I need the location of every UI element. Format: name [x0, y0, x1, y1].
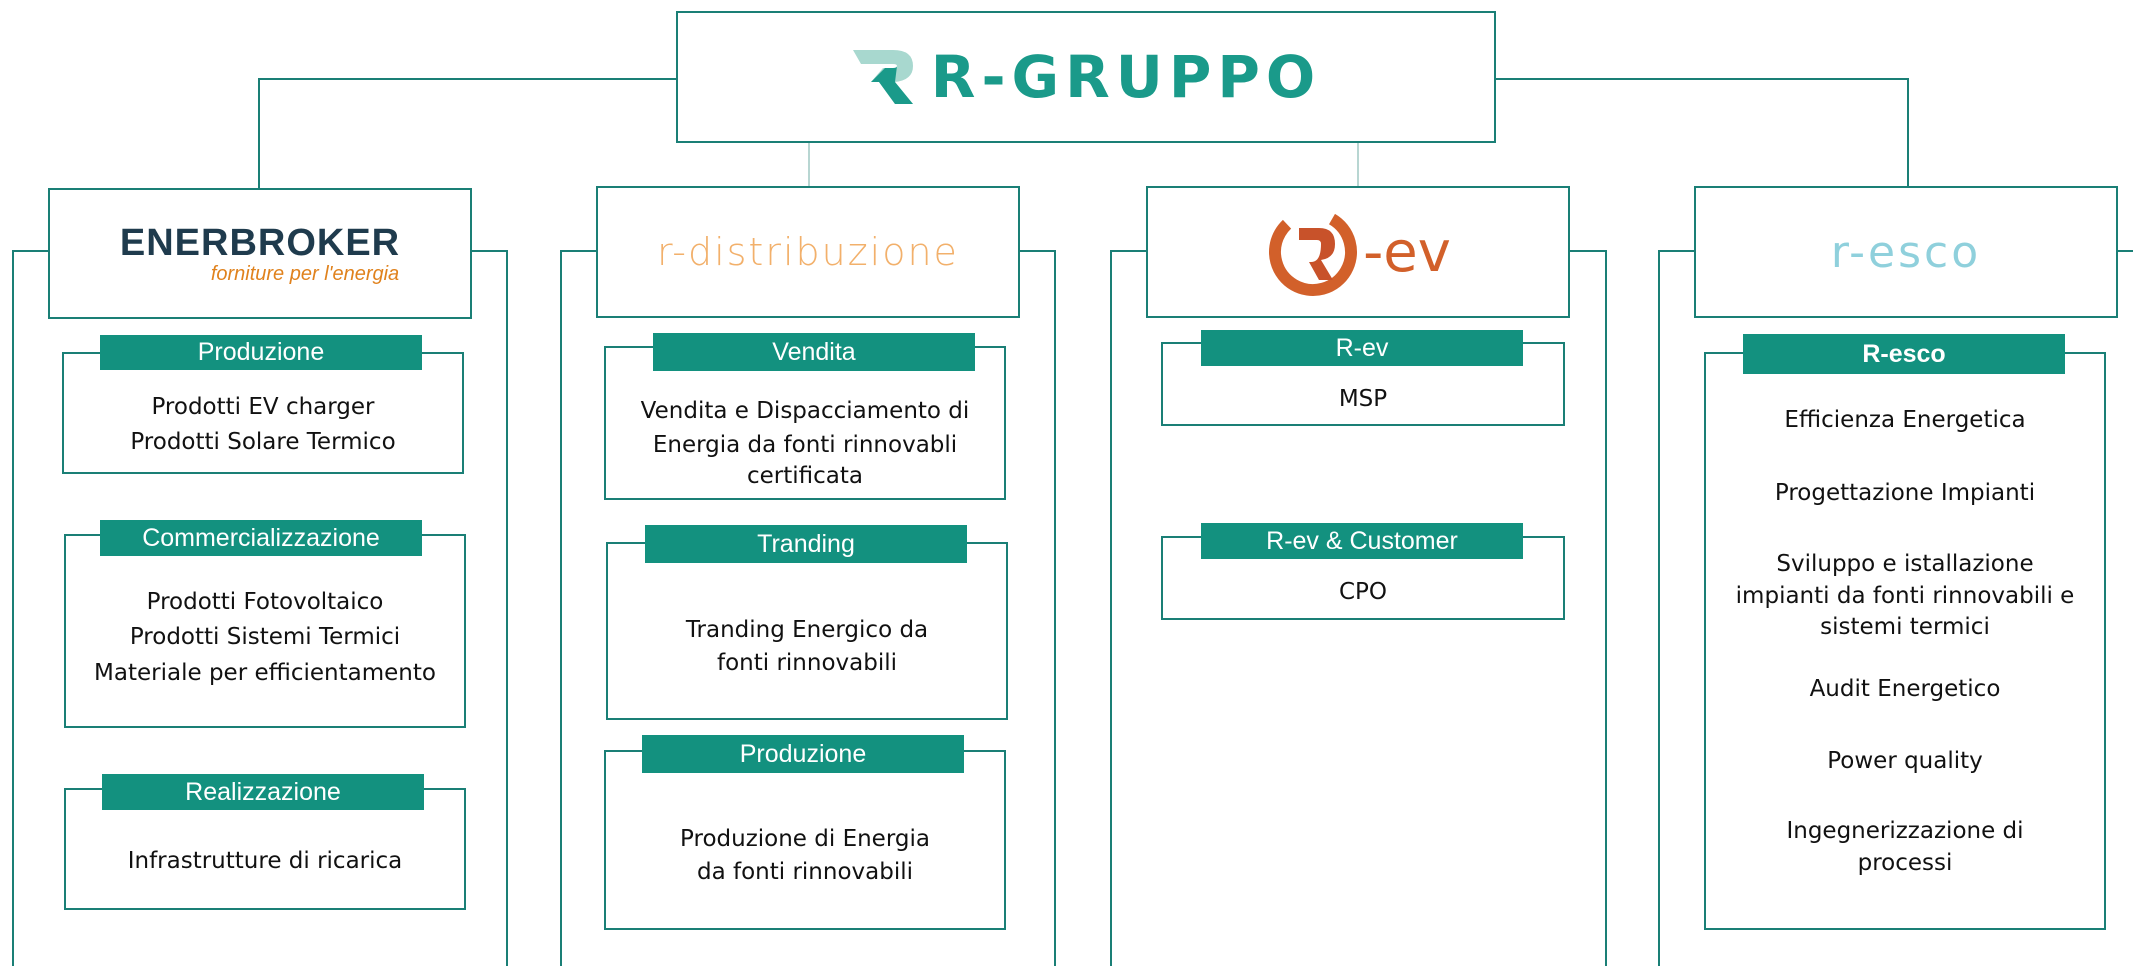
connector-line	[258, 78, 676, 80]
section-title: R-ev & Customer	[1201, 523, 1523, 559]
connector-line	[1495, 78, 1909, 80]
section-box	[64, 534, 466, 728]
section-item: certificata	[747, 463, 863, 489]
r-gruppo-logo-icon	[852, 50, 913, 104]
section-item: Vendita e Dispacciamento di	[640, 398, 970, 424]
section-item: Tranding Energico da	[685, 617, 929, 643]
enerbroker-logo-tagline: forniture per l'energia	[210, 262, 400, 285]
column-frame	[470, 250, 508, 252]
column-frame	[1605, 250, 1607, 966]
column-frame	[1018, 250, 1056, 252]
section-item: Prodotti Fotovoltaico	[146, 589, 384, 615]
section-item: Audit Energetico	[1809, 676, 2001, 702]
column-frame	[12, 250, 14, 966]
section-title: Vendita	[653, 333, 975, 371]
section-item: Progettazione Impianti	[1774, 480, 2036, 506]
section-title: R-esco	[1743, 334, 2065, 374]
rev-logo-icon	[1269, 208, 1358, 296]
section-title: R-ev	[1201, 330, 1523, 366]
connector-line	[1907, 78, 1909, 188]
column-frame	[560, 250, 598, 252]
section-item: CPO	[1338, 579, 1388, 605]
section-title: Realizzazione	[102, 774, 424, 810]
section-item: Prodotti EV charger	[151, 394, 375, 420]
section-title: Produzione	[642, 735, 964, 773]
enerbroker-logo-box: ENERBROKER forniture per l'energia	[48, 188, 472, 319]
column-frame	[12, 250, 50, 252]
section-item: Efficienza Energetica	[1784, 407, 2026, 433]
column-frame	[1054, 250, 1056, 966]
section-item: Power quality	[1827, 748, 1983, 774]
section-title: Commercializzazione	[100, 520, 422, 556]
section-title: Tranding	[645, 525, 967, 563]
section-title: Produzione	[100, 335, 422, 370]
section-item: da fonti rinnovabili	[696, 859, 914, 885]
group-logo-text: R-GRUPPO	[930, 43, 1322, 111]
section-item: Sviluppo e istallazione	[1776, 551, 2034, 577]
section-item: Produzione di Energia	[680, 826, 930, 852]
section-item: fonti rinnovabili	[716, 650, 897, 676]
section-item: impianti da fonti rinnovabili e	[1735, 583, 2075, 609]
section-box	[606, 542, 1008, 720]
column-frame	[1110, 250, 1148, 252]
section-item: sistemi termici	[1820, 614, 1990, 640]
column-frame	[2118, 250, 2133, 252]
rev-logo-box: -ev	[1146, 186, 1570, 318]
column-frame	[506, 250, 508, 966]
column-frame	[1658, 250, 1660, 966]
section-item: Infrastrutture di ricarica	[127, 848, 403, 874]
rev-logo-text: -ev	[1363, 219, 1451, 285]
enerbroker-logo-name: ENERBROKER	[119, 221, 401, 264]
section-item: MSP	[1338, 386, 1388, 412]
rdistribuzione-logo-box: r-distribuzione	[596, 186, 1020, 318]
column-frame	[1110, 250, 1112, 966]
section-box	[604, 346, 1006, 500]
section-item: Prodotti Sistemi Termici	[129, 624, 401, 650]
section-item: Energia da fonti rinnovabli	[652, 432, 958, 458]
section-item: Materiale per efficientamento	[94, 660, 436, 686]
rdistribuzione-logo-text: r-distribuzione	[657, 230, 959, 274]
connector-line	[808, 142, 810, 188]
connector-line	[1357, 142, 1359, 188]
connector-line	[258, 78, 260, 188]
column-frame	[1658, 250, 1696, 252]
section-item: Prodotti Solare Termico	[130, 429, 396, 455]
group-logo-box: R-GRUPPO	[676, 11, 1496, 143]
column-frame	[1569, 250, 1607, 252]
section-item: processi	[1857, 850, 1953, 876]
section-item: Ingegnerizzazione di	[1786, 818, 2024, 844]
resco-logo-text: r-esco	[1830, 226, 1982, 278]
resco-logo-box: r-esco	[1694, 186, 2118, 318]
column-frame	[560, 250, 562, 966]
